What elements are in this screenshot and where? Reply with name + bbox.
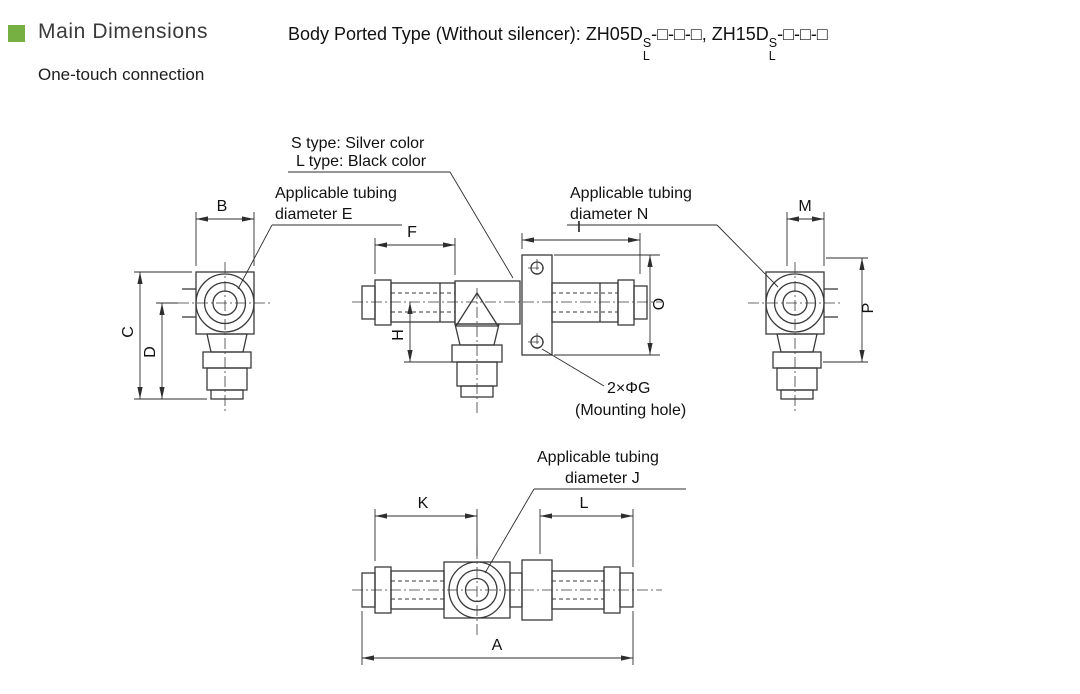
front-center-block	[454, 280, 521, 325]
bottom-port-circle-ring	[456, 569, 498, 611]
front-view: F I H O	[352, 219, 668, 416]
connection-subtitle: One-touch connection	[38, 65, 205, 84]
tubing-j-callout-line2: diameter J	[565, 470, 640, 487]
dim-label-i: I	[577, 219, 581, 236]
dim-label-c: C	[120, 326, 137, 338]
spec-sup-s-2: S	[768, 36, 778, 50]
type-color-callout-line1: S type: Silver color	[291, 135, 425, 152]
dim-label-f: F	[407, 224, 417, 241]
front-left-tube-stub	[361, 285, 376, 320]
right-bottom-port-body	[776, 367, 818, 391]
right-bottom-port-cap	[780, 389, 814, 400]
mounting-hole-callout-line1: 2×ΦG	[607, 380, 650, 397]
left-port-circle-ring	[203, 281, 247, 325]
spec-sub-l: L	[642, 48, 650, 63]
spec-prefix: Body Ported Type (Without silencer):	[288, 24, 586, 44]
left-bottom-port-cap	[210, 389, 244, 400]
left-bottom-port-neck	[206, 333, 248, 353]
front-right-release-ring	[617, 279, 635, 326]
dim-label-a: A	[492, 637, 503, 654]
dim-label-l: L	[580, 495, 589, 512]
type-color-callout-line2: L type: Black color	[296, 153, 427, 170]
page-title: Main Dimensions	[38, 20, 209, 43]
bottom-port-circle-bore	[464, 577, 490, 603]
left-port-circle-outer	[195, 273, 255, 333]
dim-label-k: K	[418, 495, 429, 512]
bottom-right-tube-stub	[619, 572, 634, 608]
dim-label-h: H	[390, 329, 407, 341]
bottom-view: K L A Applicable tubing diameter J	[352, 449, 686, 665]
front-right-tube-stub	[633, 285, 648, 320]
spec-boxes-2: -□-□-□	[777, 24, 828, 44]
spec-sub-l-2: L	[768, 48, 776, 63]
front-bottom-port-cap	[460, 385, 494, 398]
tubing-n-callout-line2: diameter N	[570, 206, 648, 223]
spec-sup-s: S	[642, 36, 652, 50]
left-bottom-port-body	[206, 367, 248, 391]
spec-model-1: ZH05D	[585, 24, 643, 44]
spec-boxes-1: -□-□-□,	[651, 24, 712, 44]
left-side-view: B C D	[120, 198, 272, 412]
right-bottom-port-ring	[772, 351, 822, 369]
spec-model-2: ZH15D	[711, 24, 769, 44]
front-left-fitting-body	[390, 282, 456, 323]
dim-label-b: B	[217, 198, 228, 215]
right-port-circle-ring	[773, 281, 817, 325]
tubing-e-callout-line1: Applicable tubing	[275, 185, 397, 202]
right-bottom-port-neck	[776, 333, 818, 353]
dim-label-o: O	[651, 298, 668, 310]
spec-line: Body Ported Type (Without silencer): ZH0…	[288, 24, 828, 62]
right-side-view: M P	[748, 198, 877, 412]
left-bottom-port-ring	[202, 351, 252, 369]
right-port-circle-bore	[782, 290, 808, 316]
front-left-release-ring	[374, 279, 392, 326]
dim-label-d: D	[142, 346, 159, 358]
tubing-n-callout-line1: Applicable tubing	[570, 185, 692, 202]
bottom-port-circle-outer	[448, 561, 506, 619]
dim-label-p: P	[860, 303, 877, 314]
tubing-e-callout-line2: diameter E	[275, 206, 352, 223]
right-port-circle-outer	[765, 273, 825, 333]
dim-label-m: M	[798, 198, 811, 215]
bottom-right-fitting-body	[551, 570, 605, 610]
mounting-hole-callout-line2: (Mounting hole)	[575, 402, 686, 419]
front-right-fitting-body	[551, 282, 619, 323]
left-port-circle-bore	[212, 290, 238, 316]
tubing-j-callout-line1: Applicable tubing	[537, 449, 659, 466]
section-bullet-icon	[8, 25, 25, 42]
callouts: S type: Silver color L type: Black color…	[237, 135, 779, 419]
front-nozzle-cone	[454, 291, 500, 327]
